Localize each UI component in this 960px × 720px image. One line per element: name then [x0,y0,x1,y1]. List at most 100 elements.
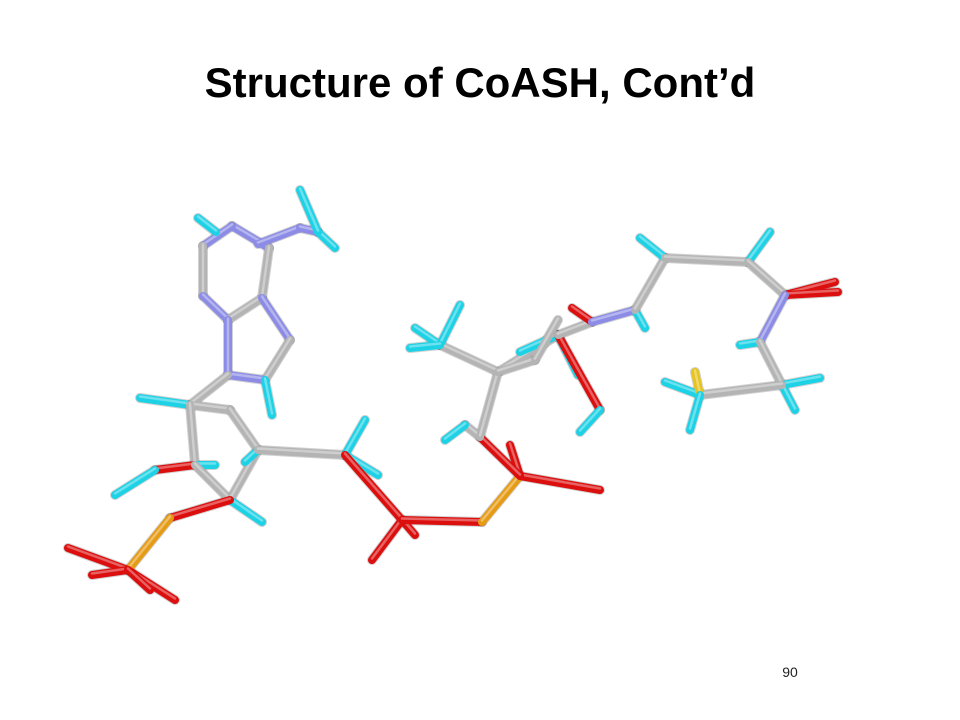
bond-c-65 [661,254,752,266]
bond-highlight-41 [480,473,522,522]
bond-highlight-17 [138,395,192,405]
bond-o-21 [151,461,199,474]
bond-highlight-16 [188,372,230,405]
bond-c-18 [186,401,234,414]
bond-highlight-5 [260,245,271,298]
bond-highlight-61 [590,307,637,322]
bond-highlight-65 [663,255,750,262]
page-number: 90 [782,664,798,680]
bond-highlight-29 [343,417,367,455]
bond-h-29 [341,416,369,459]
bond-c-59 [554,318,596,339]
bond-n-1 [199,222,236,250]
bond-c-72 [756,338,786,389]
bond-highlight-73 [780,375,822,385]
bond-c-20 [186,401,199,469]
bond-c-48 [436,341,502,376]
bond-highlight-66 [746,229,772,262]
bond-highlight-44 [478,434,522,476]
bond-c-56 [531,316,562,364]
bond-highlight-19 [228,407,260,450]
bond-o-42 [516,472,604,494]
bond-highlight-60 [570,305,594,322]
bond-highlight-42 [518,473,602,490]
bond-highlight-15 [263,377,274,415]
bond-p-41 [478,472,524,526]
bond-c-24 [191,461,234,504]
bond-highlight-7 [256,225,302,244]
bond-h-74 [778,381,799,414]
bond-h-47 [441,421,469,444]
bond-highlight-63 [633,255,667,310]
bond-highlight-48 [438,342,500,372]
bond-c-63 [631,254,669,314]
bond-n-61 [588,306,639,326]
bond-c-5 [258,244,273,302]
molecule-bonds [63,185,843,605]
bond-highlight-76 [663,379,702,395]
bond-highlight-67 [746,259,787,295]
bond-highlight-55 [496,357,537,372]
bond-o-33 [64,544,132,574]
bond-highlight-46 [478,369,500,437]
bond-highlight-10 [298,187,320,232]
bond-o-38 [368,516,406,564]
bond-h-51 [406,341,444,352]
bond-n-70 [756,291,789,346]
bond-highlight-4 [226,295,264,320]
bond-h-26 [226,496,266,526]
bond-highlight-11 [260,295,292,340]
bond-highlight-64 [638,235,667,258]
bond-highlight-32 [126,515,172,570]
bond-h-10 [296,186,322,236]
bond-highlight-47 [443,422,467,440]
bond-highlight-72 [758,339,784,385]
slide-title: Structure of CoASH, Cont’d [204,59,756,106]
bond-c-19 [226,406,262,454]
bond-c-12 [261,336,294,384]
bond-o-31 [166,496,234,522]
bond-o-34 [88,566,132,579]
bond-highlight-78 [688,392,702,430]
bond-h-22 [111,466,159,499]
bond-c-55 [494,356,539,376]
bond-highlight-51 [408,342,442,348]
bond-c-16 [186,371,232,409]
bond-highlight-6 [196,215,218,232]
bond-h-76 [661,378,704,399]
bond-highlight-37 [343,452,404,520]
bond-n-3 [199,292,232,324]
bond-n-7 [254,224,304,248]
bond-c-28 [254,446,349,459]
bond-o-40 [398,516,486,526]
bond-highlight-24 [193,462,232,500]
bond-o-57 [554,331,604,414]
bond-highlight-58 [578,407,602,432]
bond-h-58 [576,406,604,436]
bond-highlight-12 [263,337,292,380]
bond-h-78 [686,391,704,434]
bond-highlight-28 [256,447,347,455]
bond-highlight-31 [168,497,232,518]
bond-c-67 [744,258,789,299]
bond-o-37 [341,451,406,524]
bond-highlight-13 [226,372,267,380]
bond-h-15 [261,376,276,419]
bond-o-44 [476,433,524,480]
bond-highlight-33 [66,545,130,570]
bond-h-66 [744,228,774,266]
bond-o-60 [568,304,596,326]
bond-n-13 [224,371,269,384]
bond-h-6 [194,214,220,236]
bond-highlight-70 [758,292,787,342]
bond-highlight-18 [188,402,232,410]
bond-highlight-3 [201,293,230,320]
bond-highlight-40 [400,517,484,522]
bond-highlight-77 [693,369,702,395]
bond-c-46 [476,368,502,441]
bond-c-75 [696,381,786,399]
bond-o-36 [124,566,154,594]
bond-highlight-56 [533,317,560,360]
bond-c-4 [224,294,266,324]
